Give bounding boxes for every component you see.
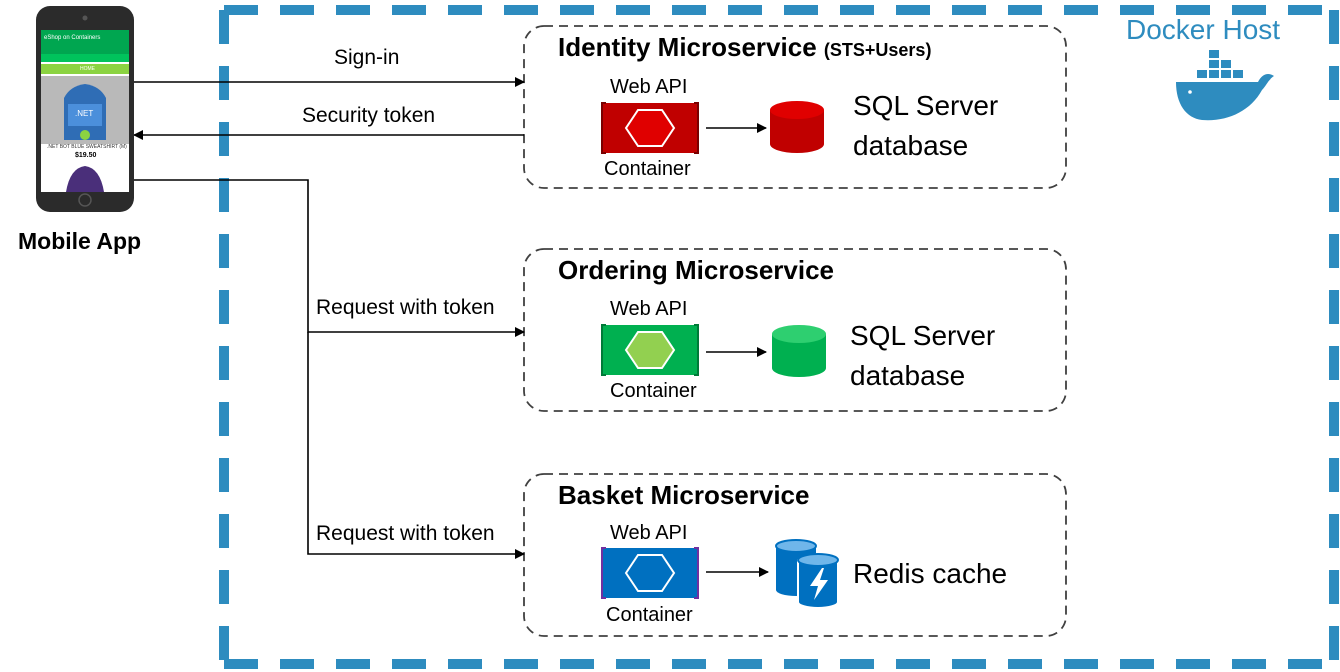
ordering-webapi-label: Web API: [610, 298, 688, 320]
ordering-service-title: Ordering Microservice: [558, 255, 834, 285]
mobile-app-label: Mobile App: [18, 228, 142, 254]
redis-cache-icon: [775, 539, 839, 609]
identity-container-label: Container: [604, 158, 691, 180]
basket-webapi-label: Web API: [610, 522, 688, 544]
docker-whale-icon: [1176, 50, 1274, 121]
identity-service-title: Identity Microservice (STS+Users): [558, 32, 931, 63]
basket-container-label: Container: [606, 604, 693, 626]
ordering-request-label: Request with token: [316, 296, 495, 319]
identity-service-box: [523, 25, 1067, 189]
identity-webapi-label: Web API: [610, 76, 688, 98]
signin-label: Sign-in: [334, 46, 400, 69]
ordering-store-line1: SQL Server: [850, 320, 996, 351]
identity-store-line1: SQL Server: [853, 90, 999, 121]
basket-container-icon: [601, 547, 699, 599]
docker-host-boundary: [219, 5, 1339, 669]
basket-request-arrow: [307, 332, 525, 559]
identity-database-icon: [770, 101, 824, 153]
phone-screen-bar: HOME: [80, 66, 95, 72]
identity-title-text: Identity Microservice: [558, 32, 817, 62]
docker-host-title: Docker Host: [1126, 14, 1281, 45]
basket-service-title: Basket Microservice: [558, 480, 810, 510]
ordering-store-line2: database: [850, 360, 966, 391]
basket-store-label: Redis cache: [853, 558, 1008, 589]
ordering-container-label: Container: [610, 380, 697, 402]
phone-product-name: .NET BOT BLUE SWEATSHIRT (M): [47, 144, 127, 150]
phone-screen-title: eShop on Containers: [44, 35, 101, 41]
identity-subtitle: (STS+Users): [823, 40, 932, 60]
security-token-label: Security token: [302, 104, 436, 127]
ordering-database-icon: [772, 325, 826, 377]
phone-shirt-logo: .NET: [75, 109, 94, 118]
ordering-request-arrow: [134, 179, 525, 337]
basket-request-label: Request with token: [316, 522, 495, 545]
identity-container-icon: [601, 102, 699, 154]
mobile-phone: [36, 6, 134, 212]
identity-store-line2: database: [853, 130, 969, 161]
phone-product-price: $19.50: [75, 152, 97, 159]
ordering-container-icon: [601, 324, 699, 376]
